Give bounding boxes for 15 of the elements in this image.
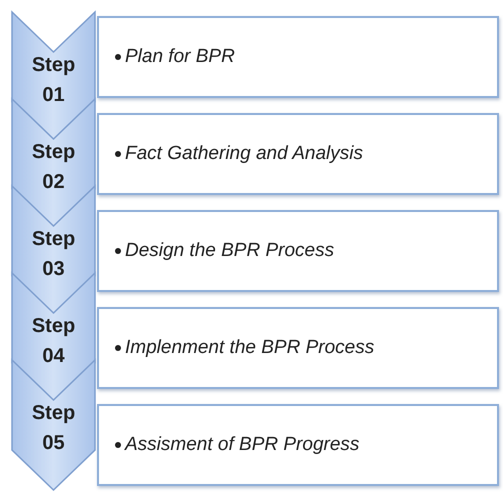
step-label: Step 01 bbox=[30, 53, 76, 108]
step-card bbox=[97, 307, 499, 389]
step-label: Step 03 bbox=[30, 227, 76, 282]
step-description: Assisment of BPR Progress bbox=[125, 434, 360, 456]
step-card bbox=[97, 113, 499, 195]
step-description: Design the BPR Process bbox=[125, 240, 334, 262]
step-description: Plan for BPR bbox=[125, 46, 235, 68]
step-label: Step 05 bbox=[30, 401, 76, 456]
step-description: Fact Gathering and Analysis bbox=[125, 143, 363, 165]
step-description: Implenment the BPR Process bbox=[125, 337, 374, 359]
step-card bbox=[97, 16, 499, 98]
step-label: Step 04 bbox=[30, 314, 76, 369]
step-card bbox=[97, 404, 499, 486]
step-label: Step 02 bbox=[30, 140, 76, 195]
step-card bbox=[97, 210, 499, 292]
